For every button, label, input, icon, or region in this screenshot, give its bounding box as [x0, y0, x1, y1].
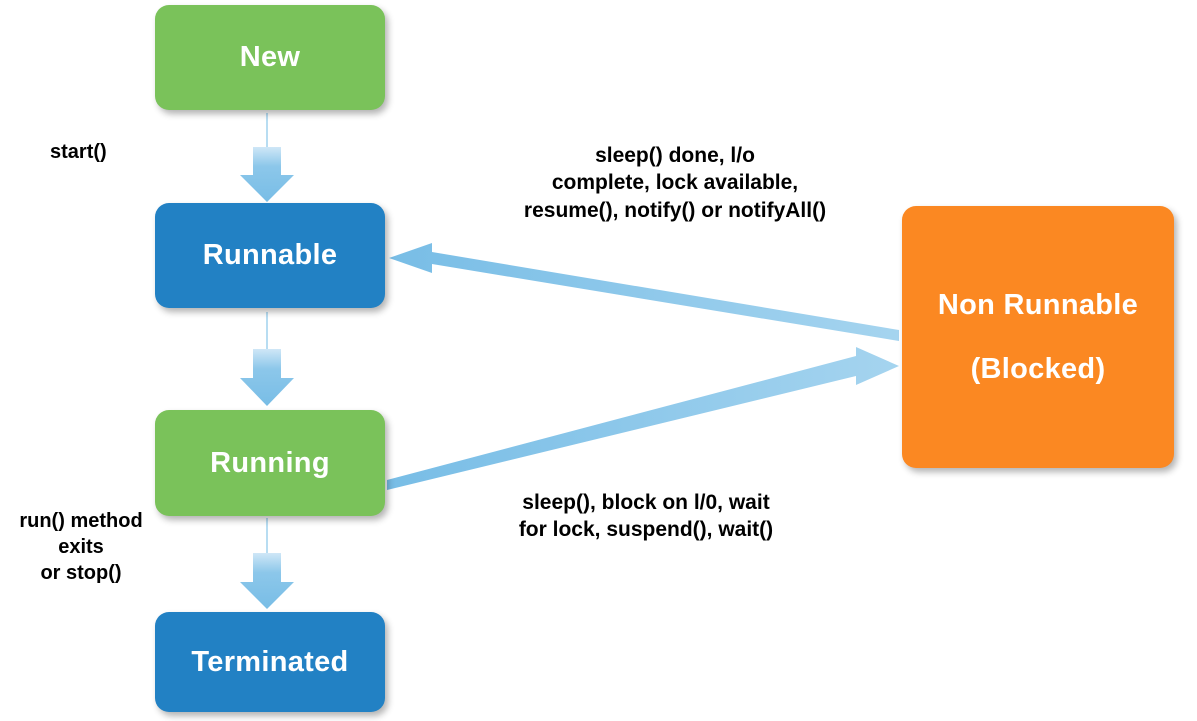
state-node-non-runnable-label-line1: Non Runnable	[937, 288, 1139, 321]
state-node-non-runnable-label-line2: (Blocked)	[970, 353, 1106, 385]
arrow-nonrunnable-to-runnable	[389, 243, 899, 341]
state-node-new-label: New	[239, 41, 301, 74]
state-node-terminated[interactable]: Terminated	[155, 612, 385, 712]
edge-label-running-to-non-runnable: sleep(), block on l/0, wait for lock, su…	[518, 491, 774, 542]
state-node-non-runnable[interactable]: Non Runnable (Blocked)	[902, 206, 1174, 468]
edge-label-non-runnable-to-runnable: sleep() done, l/o complete, lock availab…	[523, 144, 827, 222]
state-node-running-label: Running	[210, 446, 330, 479]
state-node-runnable[interactable]: Runnable	[155, 203, 385, 308]
state-node-runnable-label: Runnable	[202, 239, 338, 272]
state-node-running[interactable]: Running	[155, 410, 385, 516]
arrow-runnable-to-running	[240, 312, 294, 406]
edge-label-start: start()	[50, 141, 107, 163]
state-node-terminated-label: Terminated	[191, 645, 349, 678]
state-node-new[interactable]: New	[155, 5, 385, 110]
arrow-running-to-terminated	[240, 518, 294, 609]
arrow-new-to-runnable	[240, 113, 294, 202]
edge-label-run-exits: run() method exits or stop()	[19, 510, 143, 584]
arrow-running-to-nonrunnable	[387, 347, 899, 490]
